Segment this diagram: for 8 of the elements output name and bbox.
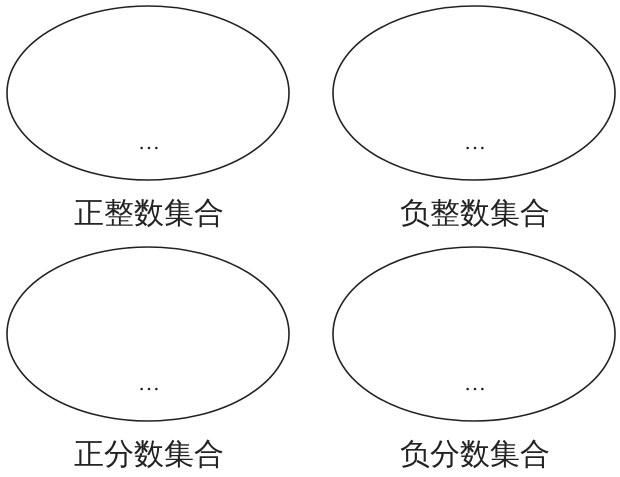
ellipsis-text: … (464, 129, 486, 155)
ellipsis-text: … (138, 370, 160, 396)
ellipsis-text: … (464, 370, 486, 396)
set-caption: 正整数集合 (74, 196, 224, 232)
set-caption: 正分数集合 (74, 437, 224, 473)
set-caption: 负分数集合 (400, 437, 550, 473)
set-caption: 负整数集合 (400, 196, 550, 232)
ellipsis-text: … (138, 129, 160, 155)
